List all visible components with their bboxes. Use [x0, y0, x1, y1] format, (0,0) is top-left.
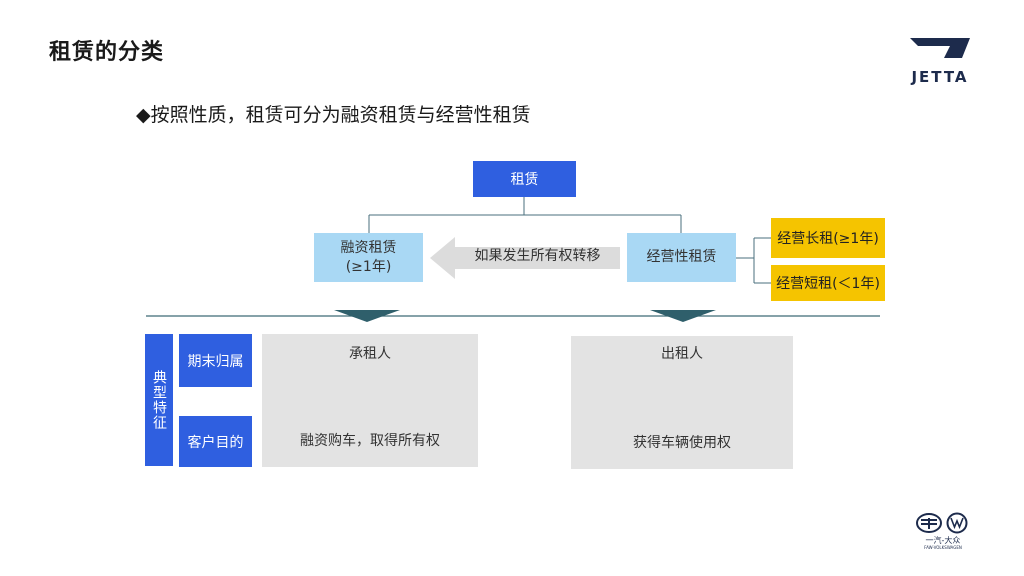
- footer-brand-subtext: FAW-VOLKSWAGEN: [924, 545, 962, 550]
- operating-down-triangle: [650, 310, 716, 322]
- short-term-lease-label: 经营短租(＜1年): [776, 276, 880, 292]
- footer-brand-text: 一汽-大众: [925, 536, 961, 545]
- purpose-row-label: 客户目的: [179, 416, 252, 467]
- transfer-arrow-shape: [430, 237, 620, 279]
- page-title: 租赁的分类: [49, 40, 165, 65]
- lease-root-label: 租赁: [510, 172, 539, 188]
- faw-vw-logo: 一汽-大众 FAW-VOLKSWAGEN: [915, 512, 971, 552]
- brand-text: JETTA: [911, 68, 969, 86]
- finance-lease-box: 融资租赁 (≥1年): [314, 233, 423, 282]
- faw-vw-emblem-icon: [916, 512, 968, 534]
- jetta-logo: JETTA: [904, 34, 976, 88]
- features-section-label: 典型特征: [145, 334, 173, 466]
- finance-ownership-value: 承租人: [349, 346, 391, 362]
- finance-lease-label: 融资租赁 (≥1年): [340, 239, 397, 275]
- jetta-emblem-icon: [910, 38, 970, 58]
- operating-purpose-value: 获得车辆使用权: [633, 435, 731, 451]
- finance-features-panel: 承租人 融资购车，取得所有权: [262, 334, 478, 467]
- operating-lease-box: 经营性租赁: [627, 233, 736, 282]
- transfer-arrow-label: 如果发生所有权转移: [474, 248, 601, 264]
- subtitle: ◆按照性质，租赁可分为融资租赁与经营性租赁: [136, 104, 531, 126]
- long-term-lease-label: 经营长租(≥1年): [777, 231, 879, 247]
- operating-features-panel: 出租人 获得车辆使用权: [571, 336, 793, 469]
- lease-root-box: 租赁: [473, 161, 576, 197]
- finance-purpose-value: 融资购车，取得所有权: [300, 433, 440, 449]
- ownership-row-label: 期末归属: [179, 334, 252, 387]
- long-term-lease-box: 经营长租(≥1年): [771, 218, 885, 258]
- finance-down-triangle: [334, 310, 400, 322]
- operating-lease-label: 经营性租赁: [646, 249, 717, 265]
- operating-ownership-value: 出租人: [661, 346, 703, 362]
- short-term-lease-box: 经营短租(＜1年): [771, 265, 885, 301]
